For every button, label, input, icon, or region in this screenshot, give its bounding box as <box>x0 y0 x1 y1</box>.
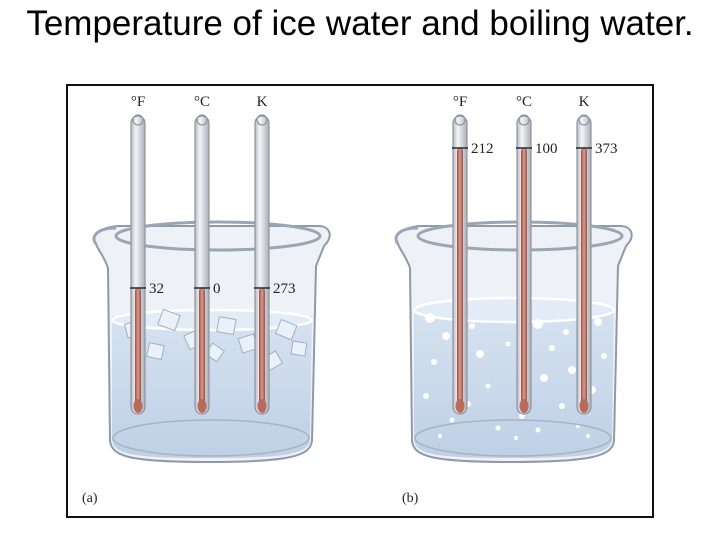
beaker-rim-a <box>114 220 322 252</box>
thermometer-b-3: K 373 <box>576 94 618 415</box>
reading-label: 212 <box>471 141 494 157</box>
thermometer-cap <box>132 114 144 126</box>
mercury-column <box>457 148 463 408</box>
thermometer-cap <box>196 114 208 126</box>
thermometer-bulb <box>579 399 589 413</box>
thermometer-cap <box>578 114 590 126</box>
panel-b <box>394 220 633 464</box>
thermometer-bulb <box>455 399 465 413</box>
mercury-column <box>521 148 527 408</box>
thermometer-tube <box>130 115 146 415</box>
unit-label: °C <box>194 94 210 110</box>
thermometer-b-1: °F 212 <box>452 94 494 415</box>
figure-frame: °F 32 °C 0 K 273 °F 212 °C 100 K 373 (a) (b) <box>66 84 654 518</box>
thermometer-bulb <box>519 399 529 413</box>
unit-label: °F <box>453 94 467 110</box>
unit-label: °F <box>131 94 145 110</box>
thermometer-cap <box>518 114 530 126</box>
thermometer-a-2: °C 0 <box>194 94 221 415</box>
mercury-column <box>199 288 205 408</box>
unit-label: °C <box>516 94 532 110</box>
reading-label: 100 <box>535 141 558 157</box>
mercury-column <box>259 288 265 408</box>
thermometer-cap <box>256 114 268 126</box>
panel-a <box>92 220 331 464</box>
bubbles <box>423 313 607 440</box>
thermometer-a-1: °F 32 <box>130 94 164 415</box>
panel-label-a: (a) <box>82 491 98 506</box>
reading-label: 373 <box>595 141 618 157</box>
reading-label: 273 <box>273 281 296 297</box>
unit-label: K <box>579 94 590 110</box>
thermometer-diagram: °F 32 °C 0 K 273 °F 212 °C 100 K 373 (a) (b) <box>82 94 633 506</box>
page-title: Temperature of ice water and boiling wat… <box>26 4 694 43</box>
thermometer-bulb <box>257 399 267 413</box>
mercury-column <box>581 148 587 408</box>
panel-label-b: (b) <box>402 491 419 506</box>
unit-label: K <box>257 94 268 110</box>
thermometer-bulb <box>197 399 207 413</box>
reading-label: 32 <box>149 281 164 297</box>
thermometer-tube <box>254 115 270 415</box>
thermometer-a-3: K 273 <box>254 94 296 415</box>
reading-label: 0 <box>213 281 221 297</box>
mercury-column <box>135 288 141 408</box>
thermometer-tube <box>194 115 210 415</box>
thermometer-b-2: °C 100 <box>516 94 558 415</box>
thermometer-bulb <box>133 399 143 413</box>
thermometer-cap <box>454 114 466 126</box>
